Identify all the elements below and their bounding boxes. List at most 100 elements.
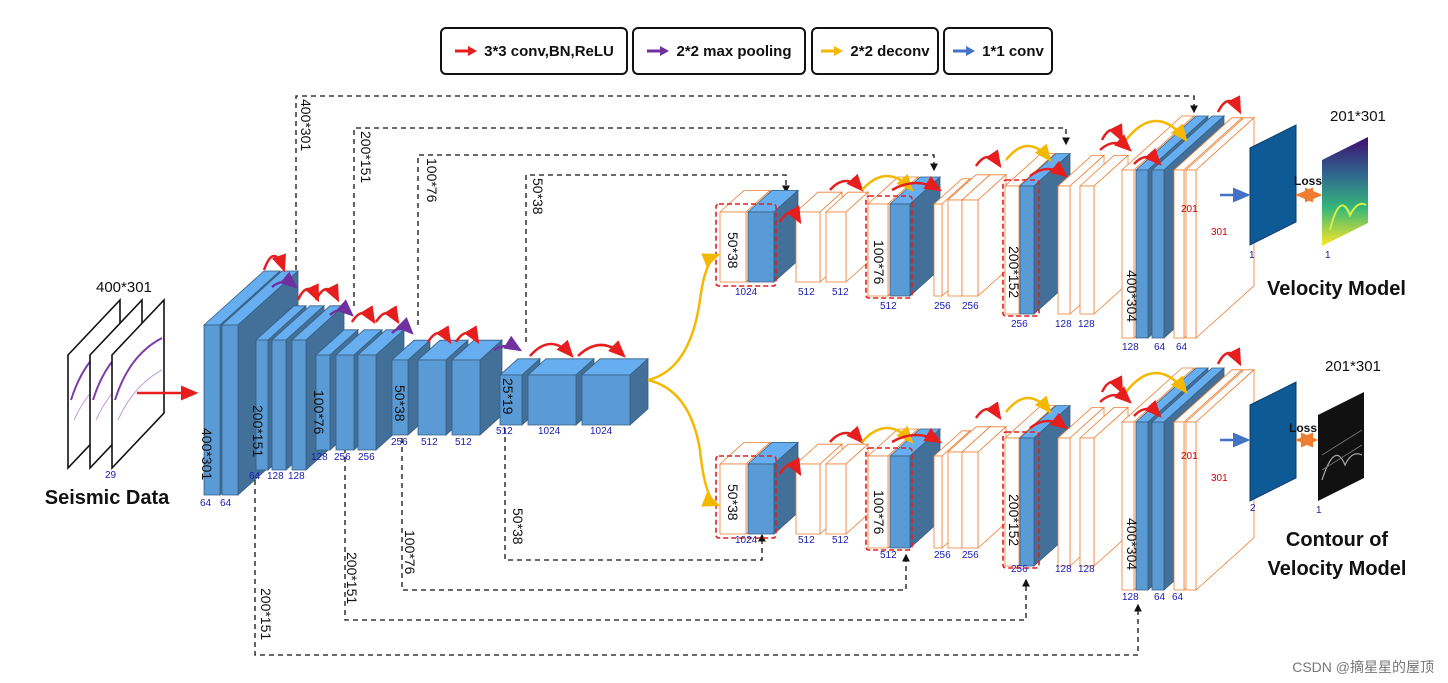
skip-connections-top [295,95,1198,342]
operation-arrows [262,95,1242,477]
red-dimension-mark: 201 [1181,204,1198,215]
operation-arc [1100,375,1124,395]
operation-arc [829,425,864,444]
decoder-channel-label: 256 [934,301,951,312]
operation-arc [296,283,320,303]
operation-arc [271,271,298,289]
encoder-channel-label: 512 [496,426,513,437]
operation-arc [391,317,414,335]
operation-arc [1005,395,1052,414]
decoder-channel-label: 256 [962,550,979,561]
decoder-channel-label: 128 [1078,564,1095,575]
feature-map-block [746,441,800,535]
decoder-size-label: 100*76 [871,240,887,285]
seismic-panel [111,297,165,471]
encoder-size-label: 400*301 [199,428,215,481]
seismic-input-panels [67,297,199,471]
network-blocks [202,115,1256,591]
skip-connections-bottom [254,410,1142,656]
feature-map-block [824,443,870,535]
skip-label: 200*151 [258,588,274,641]
decoder-channel-label: 64 [1154,592,1166,603]
encoder-channel-label: 64 [249,471,261,482]
output-size-label: 201*301 [1330,108,1386,125]
feature-map-block [1184,116,1256,339]
encoder-channel-label: 256 [358,452,375,463]
operation-arc [1125,119,1188,142]
feature-map-block [450,339,504,436]
decoder-channel-label: 512 [832,535,849,546]
decoder-channel-label: 256 [934,550,951,561]
operation-arc [778,457,802,477]
skip-label: 100*76 [402,530,418,575]
output-channel-label: 1 [1325,250,1331,261]
decoder-channel-label: 64 [1176,342,1188,353]
concat-highlight [715,203,777,287]
input-channel-label: 29 [105,470,117,481]
output-head-bottom [1220,381,1364,502]
decoder-size-label: 200*152 [1006,246,1022,299]
encoder-channel-label: 128 [288,471,305,482]
red-dimension-mark: 301 [1211,473,1228,484]
operation-arc [1029,412,1068,430]
decoder-size-label: 400*304 [1124,270,1140,323]
legend-label: 2*2 deconv [850,42,930,60]
decoder-channel-label: 128 [1078,319,1095,330]
concat-highlight [865,447,913,551]
operation-arc [974,401,1002,421]
operation-arc [454,325,480,345]
operation-arc [529,339,574,358]
operation-arc [1100,123,1124,143]
encoder-channel-label: 512 [455,437,472,448]
feature-map-block [746,189,800,283]
skip-label: 400*301 [298,99,314,152]
operation-arc [1216,95,1242,115]
decoder-size-label: 400*304 [1124,518,1140,571]
loss-label: Loss [1294,174,1323,188]
decoder-channel-label: 1024 [735,535,758,546]
operation-arc [1125,371,1188,394]
final-conv-block [1249,124,1297,246]
encoder-size-label: 50*38 [392,385,408,422]
encoder-size-label: 200*151 [250,405,266,458]
operation-arc [1099,134,1132,152]
input-caption: Seismic Data [44,487,170,509]
skip-label: 50*38 [510,508,526,545]
operation-arc [262,253,287,273]
encoder-channel-label: 128 [267,471,284,482]
contour-model-image [1318,392,1364,501]
decoder-channel-label: 64 [1172,592,1184,603]
branch-arrow-bottom [647,378,721,507]
legend-item-conv: 3*3 conv,BN,ReLU [440,27,628,75]
skip-label: 50*38 [530,178,546,215]
operation-arc [891,427,943,444]
decoder-channel-label: 128 [1055,319,1072,330]
operation-arc [1216,347,1242,367]
decoder-channel-label: 128 [1122,592,1139,603]
operation-arc [1133,147,1162,166]
final-channel-label: 1 [1249,250,1255,261]
operation-arc [861,425,914,444]
operation-arc [861,173,914,192]
operation-arc [493,335,523,352]
red-dimension-mark: 201 [1181,451,1198,462]
feature-map-block [580,357,650,426]
skip-label: 200*151 [344,552,360,605]
encoder-channel-label: 64 [220,498,232,509]
decoder-size-label: 200*152 [1006,494,1022,547]
feature-map-block [1078,406,1130,567]
encoder-channel-label: 128 [311,452,328,463]
operation-arc [829,173,864,192]
operation-arc [1133,399,1162,418]
encoder-channel-label: 1024 [538,426,561,437]
feature-map-block [1184,368,1256,591]
yellow-arrow-icon [821,46,844,56]
operation-arc [1029,160,1068,178]
final-conv-block [1249,381,1297,502]
feature-map-block [960,425,1008,549]
decoder-channel-label: 128 [1122,342,1139,353]
output-head-top [1220,124,1368,246]
decoder-channel-label: 512 [832,287,849,298]
skip-label: 200*151 [358,131,374,184]
feature-map-block [960,173,1008,297]
